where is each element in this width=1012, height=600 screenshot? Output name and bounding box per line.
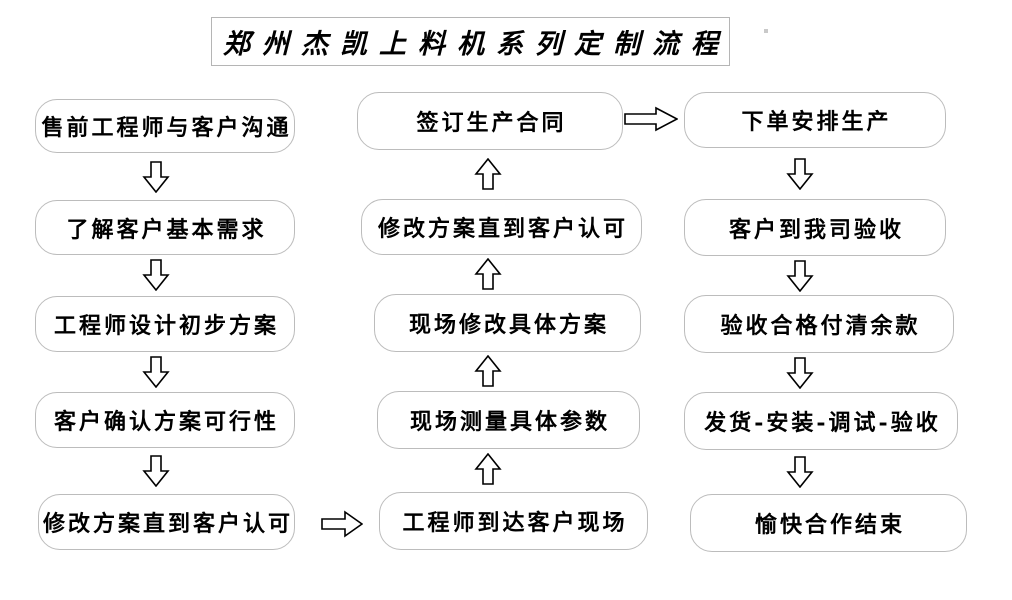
down-arrow-icon [142, 259, 170, 291]
down-arrow-icon [786, 456, 814, 488]
flow-node-middle-1: 修改方案直到客户认可 [361, 199, 642, 255]
flow-node-left-3: 客户确认方案可行性 [35, 392, 295, 448]
flow-node-left-1: 了解客户基本需求 [35, 200, 295, 255]
flow-node-left-2: 工程师设计初步方案 [35, 296, 295, 352]
up-arrow-icon [474, 258, 502, 290]
up-arrow-icon [474, 158, 502, 190]
up-arrow-icon [474, 453, 502, 485]
flowchart-title-box: 郑州杰凯上料机系列定制流程 [211, 17, 730, 66]
down-arrow-icon [142, 356, 170, 388]
flow-node-middle-4: 工程师到达客户现场 [379, 492, 648, 550]
down-arrow-icon [786, 158, 814, 190]
flow-node-right-1: 客户到我司验收 [684, 199, 946, 256]
down-arrow-icon [142, 161, 170, 193]
flow-node-middle-0: 签订生产合同 [357, 92, 623, 150]
flow-node-right-3: 发货-安装-调试-验收 [684, 392, 958, 450]
flow-node-right-0: 下单安排生产 [684, 92, 946, 148]
flow-node-left-0: 售前工程师与客户沟通 [35, 99, 295, 153]
down-arrow-icon [142, 455, 170, 487]
down-arrow-icon [786, 357, 814, 389]
stray-mark [764, 29, 768, 33]
up-arrow-icon [474, 355, 502, 387]
flow-node-right-2: 验收合格付清余款 [684, 295, 954, 353]
flow-node-middle-2: 现场修改具体方案 [374, 294, 641, 352]
flow-node-middle-3: 现场测量具体参数 [377, 391, 640, 449]
right-arrow-icon [321, 510, 363, 538]
right-arrow-icon [624, 106, 678, 132]
down-arrow-icon [786, 260, 814, 292]
flow-node-right-4: 愉快合作结束 [690, 494, 967, 552]
flowchart-title: 郑州杰凯上料机系列定制流程 [223, 29, 730, 60]
flow-node-left-4: 修改方案直到客户认可 [38, 494, 295, 550]
